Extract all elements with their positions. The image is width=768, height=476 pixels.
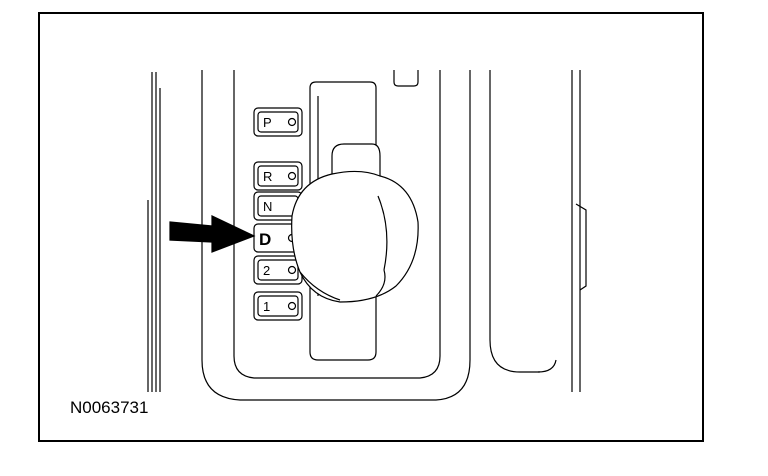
gear-label-n: N — [263, 199, 272, 214]
indicator-window-p — [253, 107, 303, 137]
gear-label-d-selected: D — [259, 230, 271, 249]
console-left-edge — [147, 72, 161, 392]
gear-label-2: 2 — [263, 263, 270, 278]
gear-label-p: P — [263, 115, 272, 130]
pointer-arrow — [169, 215, 256, 253]
figure-id-label: N0063731 — [70, 398, 149, 417]
indicator-window-r — [253, 161, 303, 191]
shifter-knob — [291, 143, 419, 303]
shifter-gate-slot — [309, 81, 377, 361]
gear-label-1: 1 — [263, 299, 270, 314]
console-top-notch — [393, 70, 419, 87]
console-inner-bezel — [233, 70, 441, 379]
indicator-window-2 — [253, 255, 303, 285]
console-bezel — [201, 70, 471, 401]
indicator-window-1 — [253, 291, 303, 321]
console-right-panel — [489, 70, 587, 392]
gear-label-r: R — [263, 169, 272, 184]
